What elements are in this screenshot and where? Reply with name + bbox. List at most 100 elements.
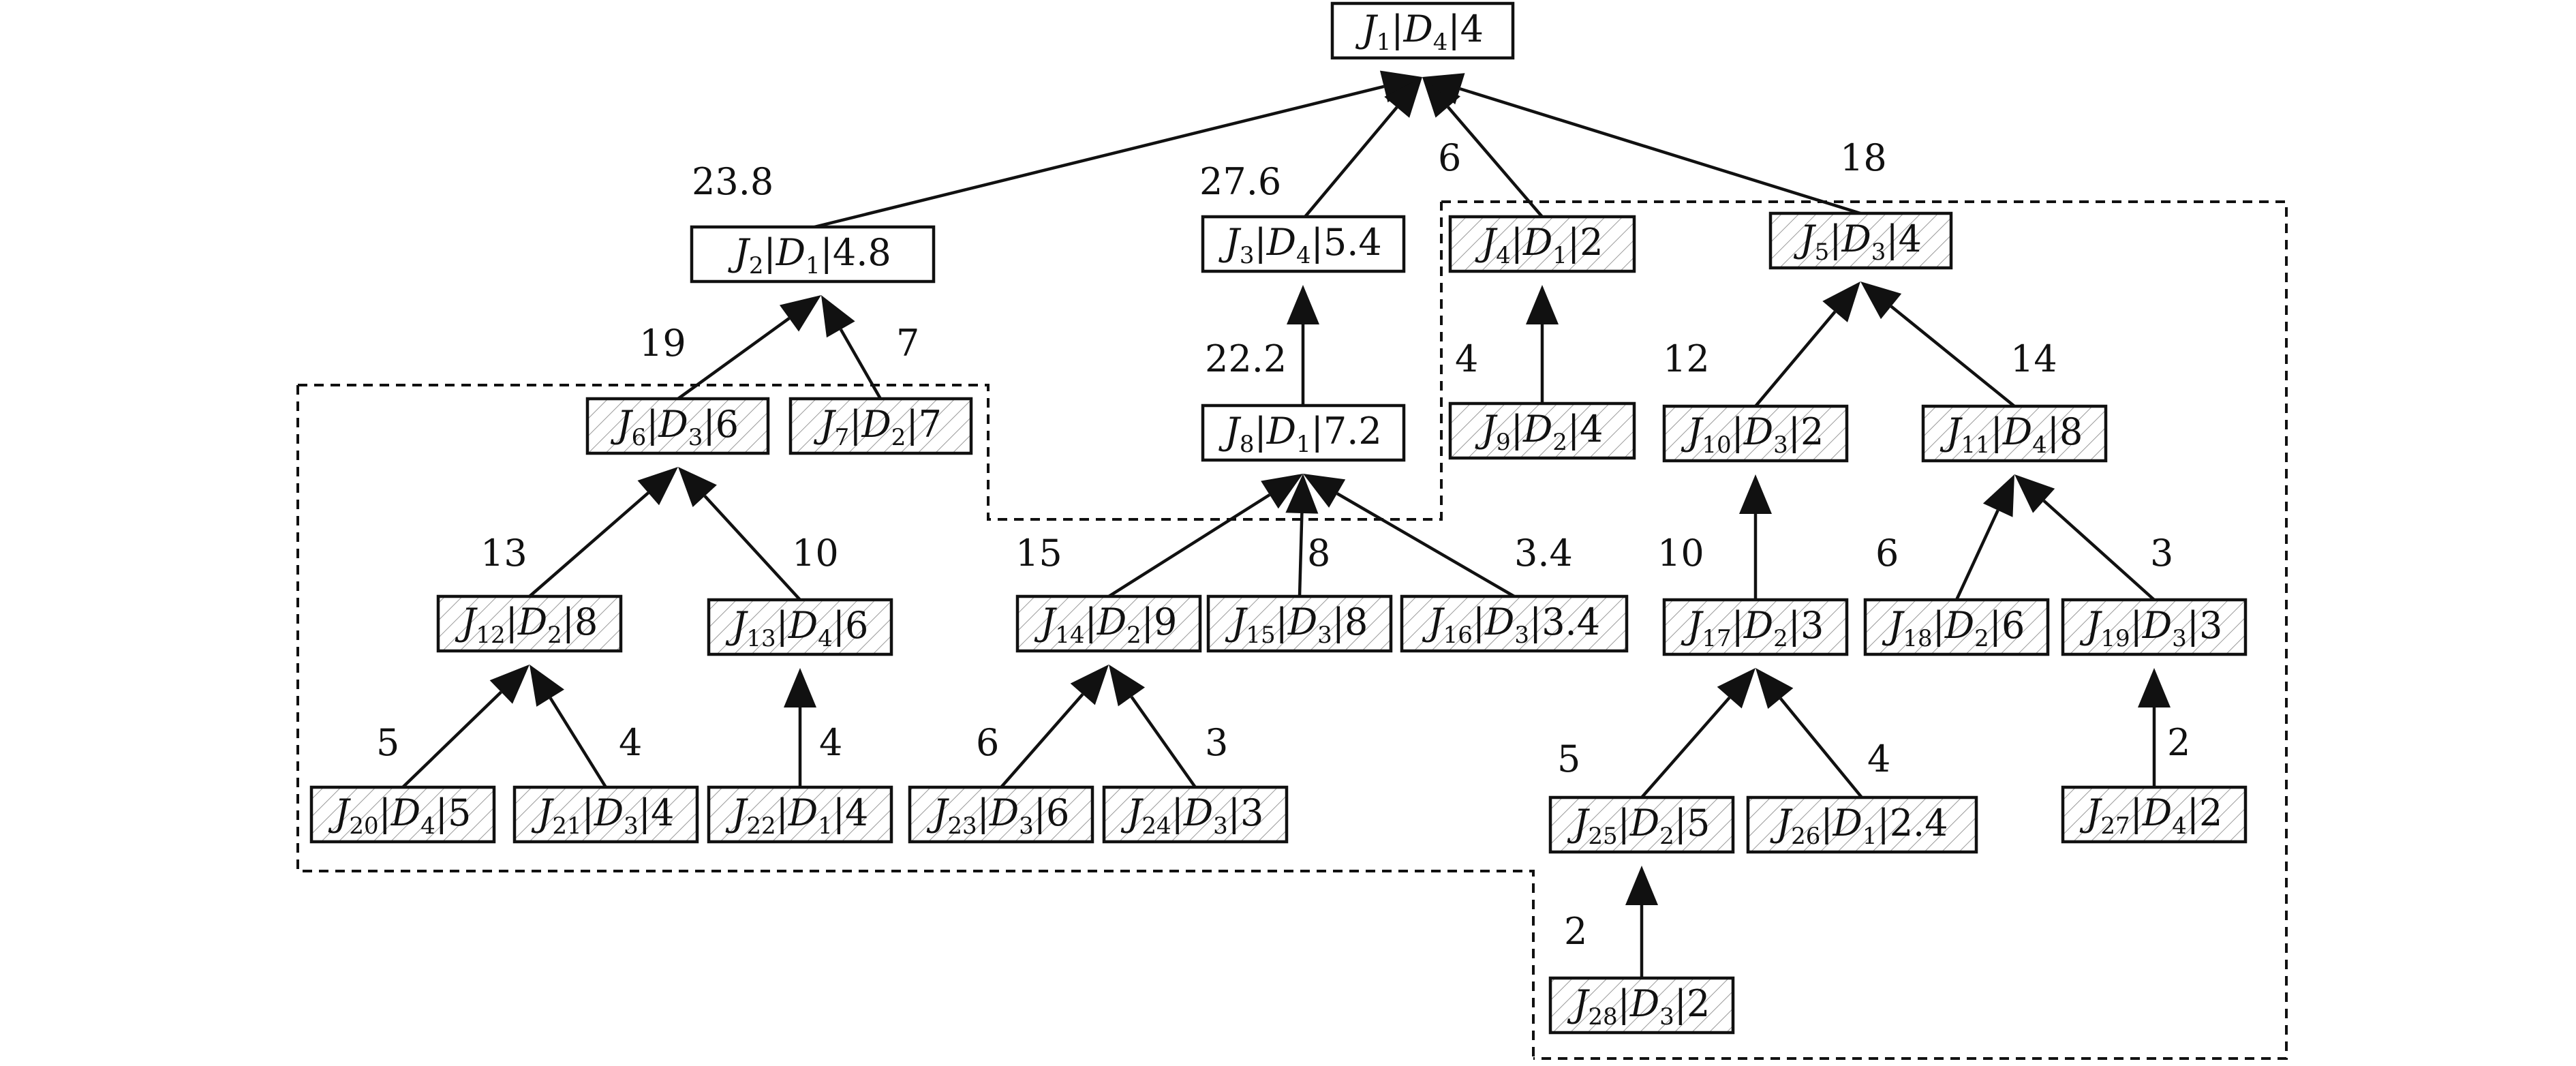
node-j24[interactable]: J24|D3|3 [1102,785,1289,844]
separator: | [1877,802,1889,844]
node-j20[interactable]: J20|D4|5 [309,785,496,844]
device-index: 4 [2172,812,2187,840]
job-index: 3 [1240,242,1255,269]
node-value: 5 [448,791,471,834]
node-j15[interactable]: J15|D3|8 [1206,594,1393,653]
edge-j9-to-j4 [1526,285,1559,403]
device-letter: D [1522,221,1552,264]
node-j10[interactable]: J10|D3|2 [1662,404,1849,463]
separator: | [1171,791,1184,834]
group-boundaries [296,200,2288,1060]
node-box [1206,594,1393,653]
node-j21[interactable]: J21|D3|4 [512,785,699,844]
node-j11[interactable]: J11|D4|8 [1921,404,2108,463]
hatch-fill [2063,787,2245,842]
arrowhead-icon [1717,668,1755,709]
node-j4[interactable]: J4|D1|2 [1448,215,1636,273]
job-index: 12 [476,622,505,649]
arrowhead-icon [2014,474,2055,513]
separator: | [703,403,715,446]
node-value: 6 [716,403,739,446]
edge-weight-label: 6 [1438,136,1461,179]
node-value: 3 [1240,791,1263,834]
node-j2[interactable]: J2|D1|4.8 [690,225,936,284]
node-label: J23|D3|6 [926,791,1070,840]
separator: | [1829,217,1841,260]
device-index: 3 [1659,1003,1674,1031]
node-j16[interactable]: J16|D3|3.4 [1400,594,1629,653]
node-j1[interactable]: J1|D4|4 [1330,1,1515,60]
node-j22[interactable]: J22|D1|4 [707,785,893,844]
node-label: J8|D1|7.2 [1218,410,1382,458]
edge-j4-to-j1 [1422,77,1544,218]
node-value: 4 [845,791,868,834]
edge-line [1304,106,1398,218]
node-j27[interactable]: J27|D4|2 [2061,785,2248,844]
device-letter: D [1629,982,1659,1025]
hatch-fill [1208,596,1391,651]
edge-j3-to-j1 [1304,77,1422,218]
node-label: J28|D3|2 [1567,982,1711,1031]
node-j9[interactable]: J9|D2|4 [1448,401,1636,460]
node-value: 9 [1154,600,1177,643]
separator: | [1567,221,1580,264]
arrowhead-icon [1982,474,2014,517]
edge-j8-to-j3 [1287,285,1319,406]
node-j18[interactable]: J18|D2|6 [1863,598,2050,656]
node-j14[interactable]: J14|D2|9 [1015,594,1202,653]
device-index: 3 [1213,812,1228,840]
node-box [788,397,973,455]
node-box [1201,403,1406,462]
edge-line [1890,305,2016,408]
edge-line [1459,87,1861,215]
node-value: 8 [2059,410,2083,453]
node-j28[interactable]: J28|D3|2 [1548,976,1735,1035]
node-j23[interactable]: J23|D3|6 [908,785,1094,844]
hatch-fill [910,787,1092,842]
job-index: 26 [1791,823,1820,850]
job-index: 14 [1055,622,1084,649]
separator: | [2187,604,2199,647]
separator: | [506,600,518,643]
node-j8[interactable]: J8|D1|7.2 [1201,403,1406,462]
node-j5[interactable]: J5|D3|4 [1768,211,1953,270]
edge-j2-to-j1 [814,70,1422,229]
node-j12[interactable]: J12|D2|8 [436,594,623,653]
node-j17[interactable]: J17|D2|3 [1662,598,1849,656]
node-j3[interactable]: J3|D4|5.4 [1201,215,1406,273]
edge-j13-to-j6 [678,467,801,601]
separator: | [1788,410,1800,453]
separator: | [562,600,574,643]
node-j13[interactable]: J13|D4|6 [707,598,893,656]
separator: | [776,791,788,834]
separator: | [1732,410,1744,453]
node-j7[interactable]: J7|D2|7 [788,397,973,455]
edge-line [1779,697,1863,799]
node-j19[interactable]: J19|D3|3 [2061,598,2248,656]
node-j25[interactable]: J25|D2|5 [1548,795,1735,854]
device-letter: D [1833,802,1862,844]
edge-j15-to-j8 [1285,474,1319,597]
device-letter: D [788,791,818,834]
edge-line [1447,106,1544,218]
edge-weight-label: 22.2 [1205,337,1287,380]
node-label: J16|D3|3.4 [1422,600,1600,649]
edge-line [1754,310,1837,408]
device-index: 1 [818,812,833,840]
edge-j7-to-j2 [821,295,882,400]
separator: | [1732,604,1744,647]
node-label: J14|D2|9 [1034,600,1178,649]
arrowhead-icon [530,665,565,707]
separator: | [833,604,845,647]
node-box [1201,215,1406,273]
node-j6[interactable]: J6|D3|6 [585,397,770,455]
device-index: 4 [1296,242,1311,269]
separator: | [1085,600,1097,643]
edge-line [1640,697,1731,799]
hatch-fill [438,596,621,651]
node-box [1921,404,2108,463]
device-index: 2 [1552,429,1567,456]
node-box [585,397,770,455]
node-j26[interactable]: J26|D1|2.4 [1746,795,1978,854]
node-label: J10|D3|2 [1681,410,1824,459]
